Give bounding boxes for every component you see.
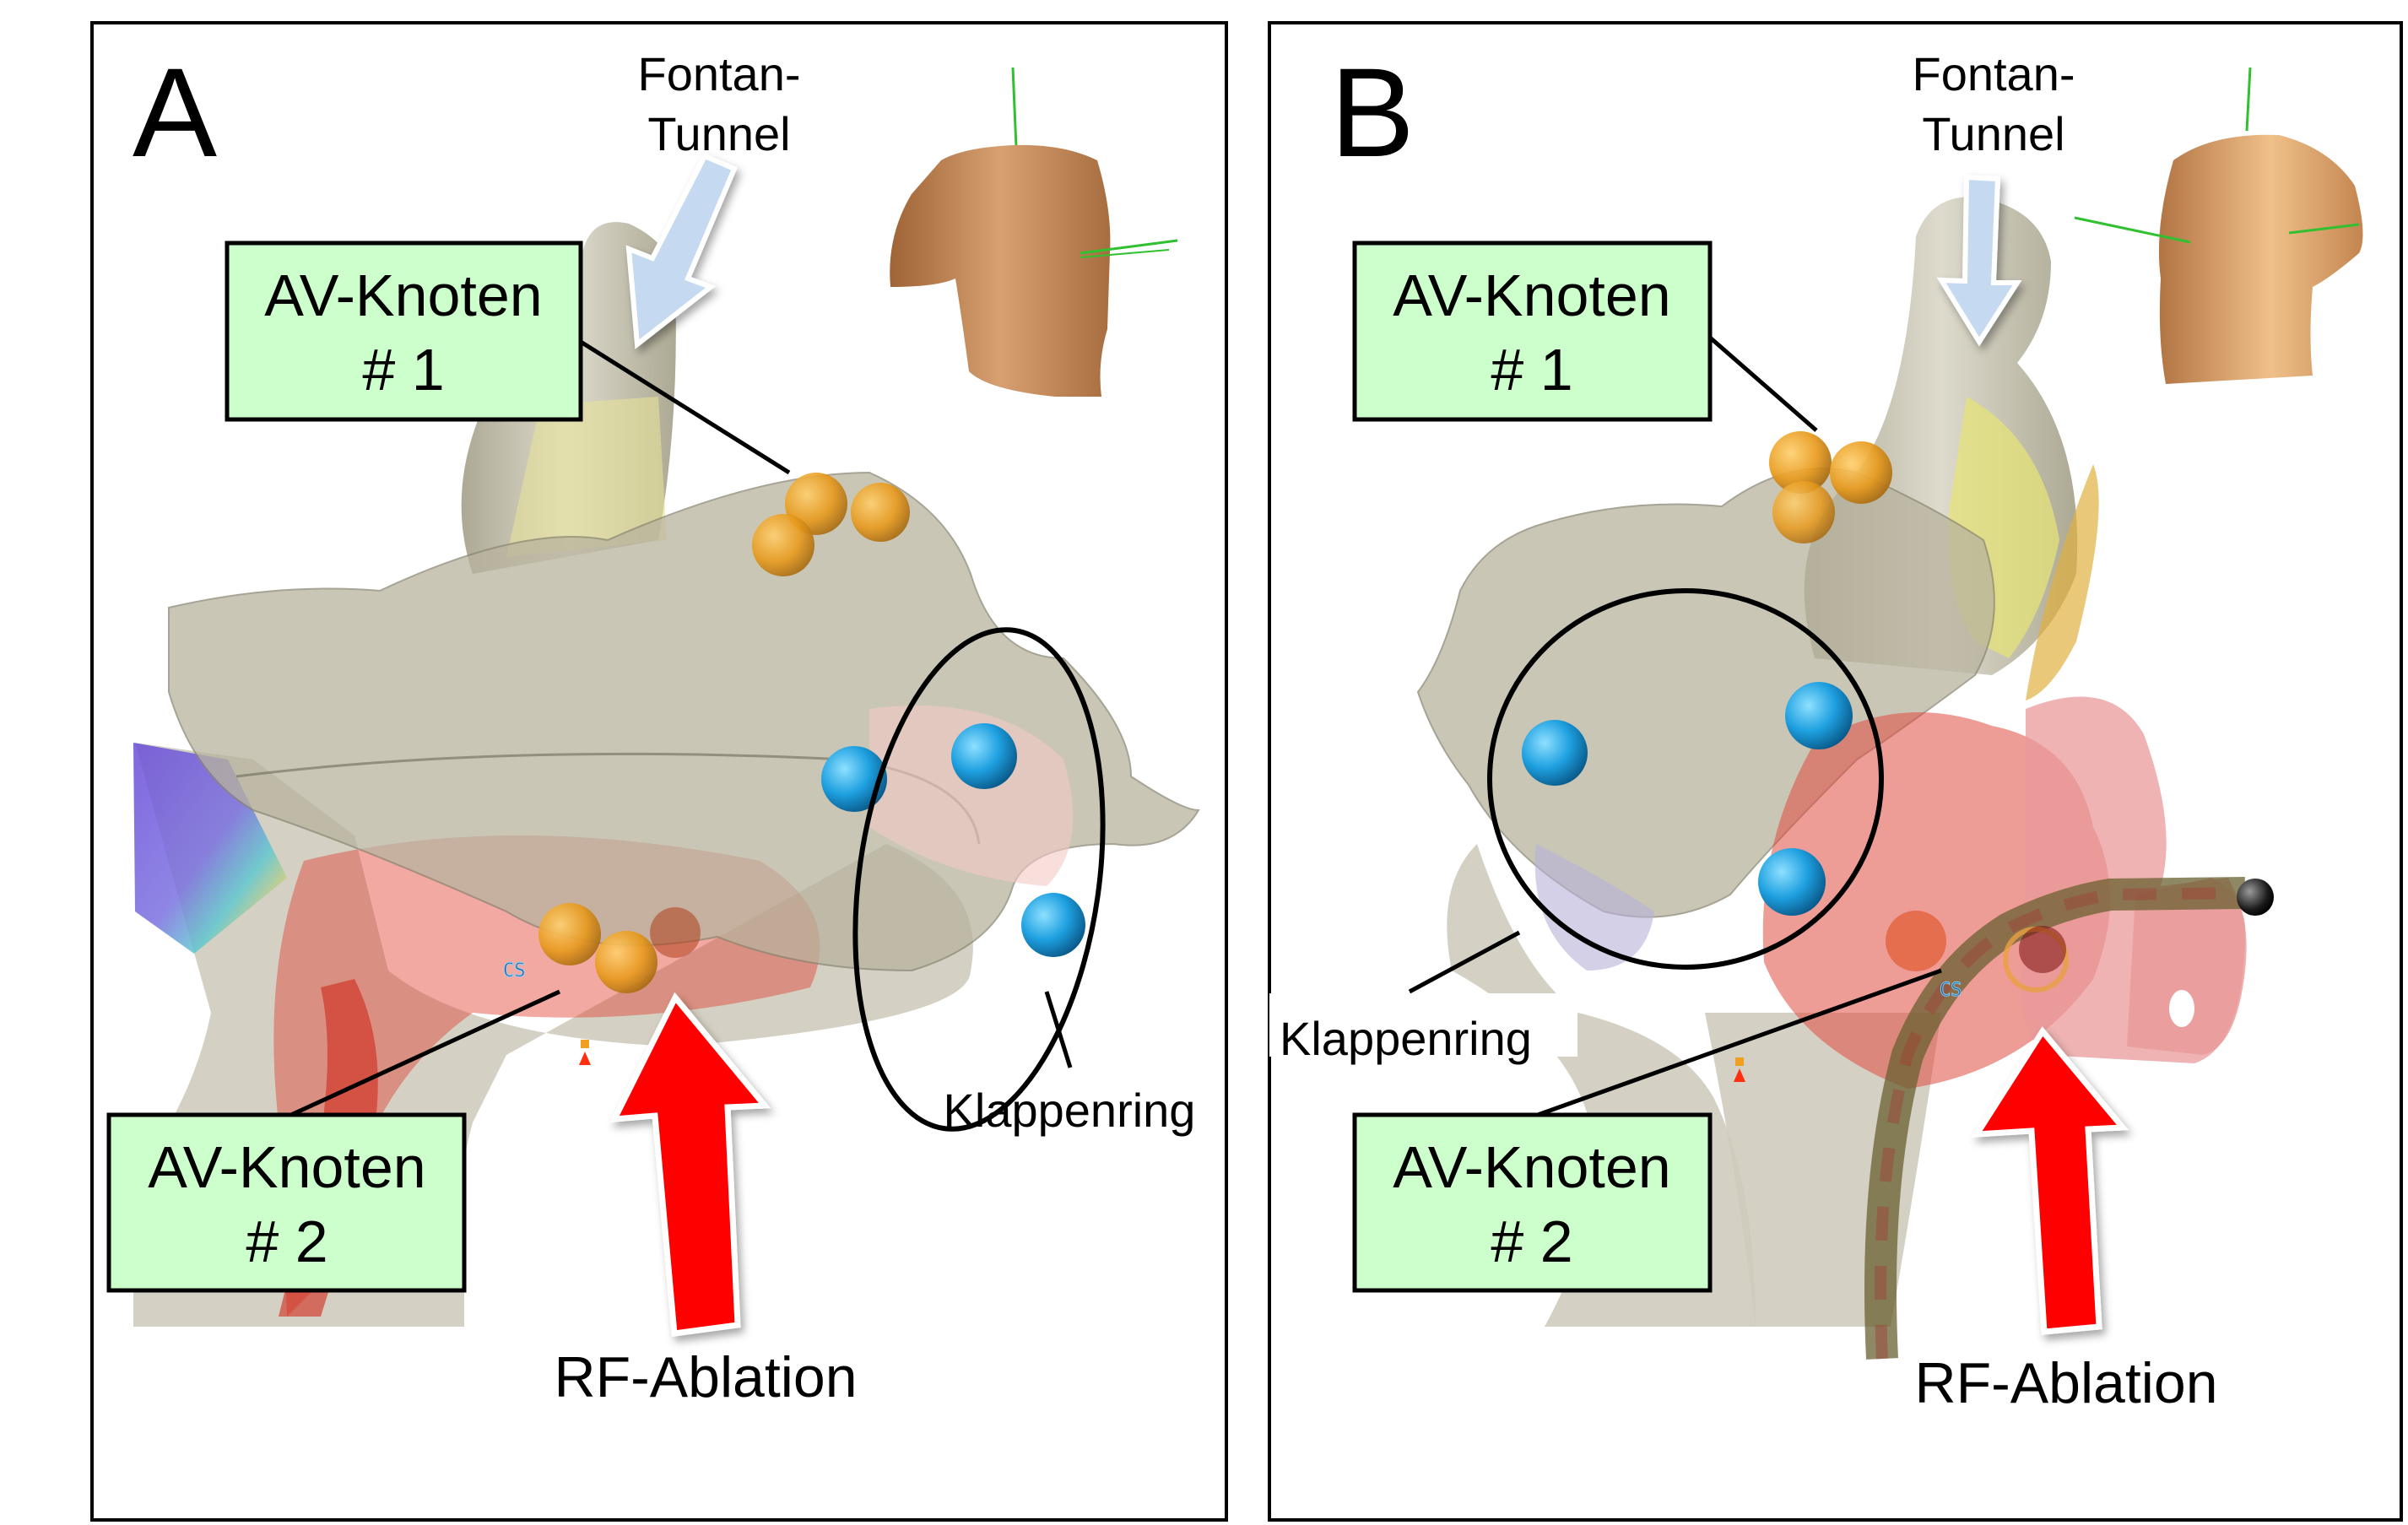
pink-region-a [869, 706, 1074, 886]
rainbow-tissue [133, 743, 287, 954]
av-node-1-a-line2: # 1 [362, 337, 444, 403]
av-node-sphere [752, 514, 814, 576]
panel-letter-b: B [1330, 41, 1415, 183]
av-node-sphere [650, 907, 701, 958]
av-node-1-b-line1: AV-Knoten [1393, 262, 1671, 328]
valve-ring-spheres-a [821, 723, 1085, 957]
rf-ablation-arrow-b [1971, 1026, 2129, 1335]
valve-ring-sphere [951, 723, 1017, 789]
leader-line-av1-b [1708, 336, 1818, 432]
fontan-label-b-line2: Tunnel [1922, 107, 2064, 160]
ablation-core-b [2019, 926, 2066, 973]
valve-ring-spheres-b [1522, 682, 1853, 916]
leader-line-av1-a [579, 339, 791, 475]
av-node-1-spheres-a [752, 473, 910, 576]
av-node-1-label-a: AV-Knoten # 1 [225, 241, 583, 422]
av-node-1-spheres-b [1769, 431, 1892, 543]
av-node-sphere [851, 483, 910, 542]
av-node-2-spheres-a [538, 903, 701, 993]
catheter-tip-b [2237, 879, 2274, 916]
torso-orientation-icon-a [890, 67, 1178, 397]
fontan-label-b-line1: Fontan- [1913, 47, 2075, 100]
valve-ring-sphere [1758, 848, 1826, 916]
av-node-2-label-a: AV-Knoten # 2 [106, 1112, 467, 1293]
catheter-tip-marker-a [581, 1040, 589, 1048]
av-node-1-label-b: AV-Knoten # 1 [1352, 241, 1713, 422]
catheter-b [1864, 877, 2246, 1360]
av-node-2-a-line2: # 2 [246, 1209, 327, 1274]
pink-appendage-right-b [2127, 878, 2247, 1055]
fontan-label-a-line2: Tunnel [647, 107, 790, 160]
panel-b: CS B [1268, 21, 2403, 1522]
av-node-1-b-line2: # 1 [1491, 337, 1572, 403]
valve-ring-sphere [1021, 893, 1085, 957]
ablation-site-b [1886, 911, 1946, 971]
cs-marker-a: CS [503, 960, 526, 982]
valve-ring-sphere [1522, 720, 1588, 786]
av-node-1-a-line1: AV-Knoten [264, 262, 543, 328]
leader-line-av2-a [290, 989, 561, 1117]
av-node-2-b-line1: AV-Knoten [1393, 1134, 1671, 1200]
fontan-tunnel-arrow-a [625, 153, 738, 349]
valve-ring-label-a: Klappenring [944, 1084, 1196, 1137]
catheter-tip-marker-b-red [1734, 1068, 1745, 1082]
rf-ablation-label-b: RF-Ablation [1914, 1351, 2217, 1415]
orange-leaflet-b [2026, 464, 2099, 700]
valve-ring-outline-b [1487, 588, 1884, 970]
rf-ablation-label-a: RF-Ablation [554, 1345, 857, 1409]
anatomy-model-b: CS [1416, 197, 2274, 1360]
valve-ring-label-b: Klappenring [1280, 1012, 1532, 1065]
catheter-tip-marker-b [1735, 1057, 1744, 1066]
av-node-sphere [1769, 431, 1832, 494]
torso-orientation-icon-b [2074, 67, 2363, 384]
valve-ring-sphere [1785, 682, 1853, 749]
av-node-2-b-line2: # 2 [1491, 1209, 1572, 1274]
catheter-b-highlight [1875, 887, 2246, 1360]
fontan-tunnel-arrow-b [1936, 174, 2022, 347]
av-node-2-label-b: AV-Knoten # 2 [1352, 1112, 1713, 1293]
appendage-hole-b [2169, 990, 2194, 1027]
av-node-2-a-line1: AV-Knoten [148, 1134, 426, 1200]
av-node-sphere [538, 903, 601, 965]
lavender-region-b [1534, 844, 1654, 971]
cs-marker-b: CS [1940, 980, 1962, 1001]
valve-ring-sphere [821, 746, 887, 812]
rf-ablation-arrow-a [609, 992, 771, 1337]
catheter-tip-marker-a-red [579, 1052, 591, 1065]
leader-line-valve-ring-a [1044, 991, 1073, 1068]
av-node-sphere [595, 931, 657, 993]
panel-a: CS [90, 21, 1228, 1522]
valve-ring-outline-a [852, 627, 1106, 1132]
av-node-sphere [1772, 481, 1835, 543]
valve-ring-label-b-box: Klappenring [1269, 993, 1577, 1065]
yellow-overlay [506, 397, 667, 557]
fontan-label-a-line1: Fontan- [638, 47, 801, 100]
leader-line-av2-b [1537, 968, 1942, 1117]
leader-line-valve-ring-b [1408, 930, 1521, 994]
av-node-sphere [1830, 441, 1892, 504]
panel-letter-a: A [133, 41, 217, 183]
